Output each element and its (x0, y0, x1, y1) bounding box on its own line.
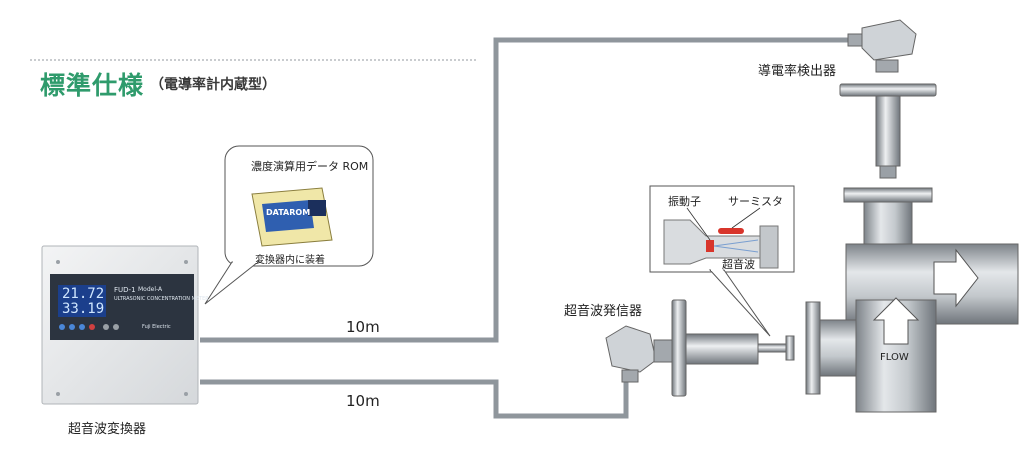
upper-cable-length: 10m (346, 318, 380, 336)
rom-chip-label: DATAROM (266, 208, 311, 217)
display-reading-1: 21.72 (62, 286, 105, 302)
converter-brand: Fuji Electric (142, 324, 171, 330)
vibrator-label: 振動子 (668, 195, 701, 208)
lower-cable (200, 379, 629, 419)
conductivity-sensor (839, 19, 937, 179)
display-reading-2: 33.19 (62, 301, 105, 317)
ultrasonic-converter-label: 超音波変換器 (68, 422, 147, 437)
sensor-detail-callout (649, 185, 795, 337)
page-subtitle: （電導率計内蔵型） (150, 77, 276, 93)
ultrasonic-wave-label: 超音波 (722, 258, 755, 271)
lower-cable-length: 10m (346, 392, 380, 410)
converter-caption: ULTRASONIC CONCENTRATION METER (114, 296, 209, 302)
ultrasonic-transmitter-label: 超音波発信器 (564, 304, 643, 319)
conductivity-sensor-label: 導電率検出器 (758, 64, 837, 79)
pipe-tee (805, 187, 1019, 413)
converter-model: FUD-1 (114, 286, 136, 294)
rom-callout-title: 濃度演算用データ ROM (251, 160, 369, 173)
upper-cable (200, 37, 868, 343)
converter-model-suffix: Model-A (138, 286, 163, 293)
converter-box (41, 245, 199, 405)
ultrasonic-transmitter (605, 299, 795, 397)
rom-callout (204, 145, 374, 305)
rom-callout-note: 変換器内に装着 (255, 255, 325, 266)
flow-label: FLOW (880, 352, 909, 363)
page-title: 標準仕様 (40, 71, 145, 100)
thermistor-label: サーミスタ (728, 195, 783, 208)
